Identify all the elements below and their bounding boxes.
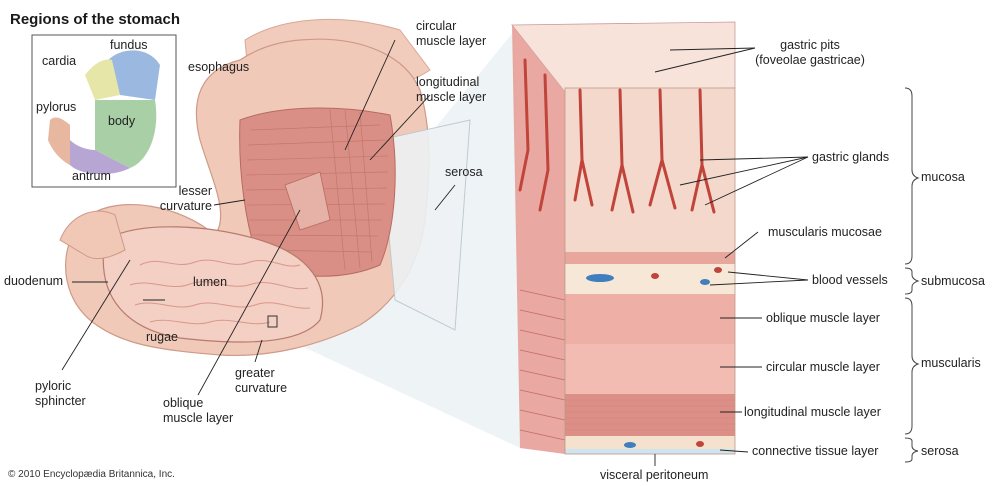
label-pyloric-sphincter: pyloric sphincter <box>35 379 86 409</box>
inset-label-antrum: antrum <box>72 169 111 184</box>
layer-brackets <box>905 88 918 462</box>
label-esophagus: esophagus <box>188 60 249 75</box>
inset-label-body: body <box>108 114 135 129</box>
label-rugae: rugae <box>146 330 178 345</box>
label-longitudinal-layer: longitudinal muscle layer <box>744 405 881 420</box>
bracket-label-muscularis: muscularis <box>921 356 981 371</box>
label-blood-vessels: blood vessels <box>812 273 888 288</box>
label-lesser-curvature: lesser curvature <box>150 184 212 214</box>
label-connective-tissue: connective tissue layer <box>752 444 878 459</box>
oblique-layer <box>565 294 735 344</box>
label-gastric-pits: gastric pits (foveolae gastricae) <box>740 38 880 68</box>
circular-layer <box>565 344 735 394</box>
bracket-label-submucosa: submucosa <box>921 274 985 289</box>
label-circular-muscle: circular muscle layer <box>416 19 486 49</box>
label-serosa: serosa <box>445 165 483 180</box>
label-oblique-layer: oblique muscle layer <box>766 311 880 326</box>
wall-cross-section <box>512 22 735 454</box>
label-muscularis-mucosae: muscularis mucosae <box>768 225 882 240</box>
copyright-credit: © 2010 Encyclopædia Britannica, Inc. <box>8 469 175 480</box>
label-circular-layer: circular muscle layer <box>766 360 880 375</box>
bracket-label-serosa: serosa <box>921 444 959 459</box>
label-duodenum: duodenum <box>4 274 63 289</box>
connective-layer <box>565 436 735 449</box>
inset-label-fundus: fundus <box>110 38 148 53</box>
inset-label-cardia: cardia <box>42 54 76 69</box>
mucosa-layer <box>565 88 735 260</box>
label-gastric-glands: gastric glands <box>812 150 889 165</box>
label-lumen: lumen <box>193 275 227 290</box>
side-face <box>512 25 565 454</box>
inset-label-pylorus: pylorus <box>36 100 76 115</box>
label-visceral-peritoneum: visceral peritoneum <box>600 468 708 483</box>
label-longitudinal-muscle: longitudinal muscle layer <box>416 75 486 105</box>
bracket-label-mucosa: mucosa <box>921 170 965 185</box>
visceral-peritoneum-layer <box>565 449 735 454</box>
label-oblique-muscle: oblique muscle layer <box>163 396 233 426</box>
label-greater-curvature: greater curvature <box>235 366 287 396</box>
figure-title: Regions of the stomach <box>10 11 180 28</box>
muscularis-mucosae-layer <box>565 252 735 264</box>
